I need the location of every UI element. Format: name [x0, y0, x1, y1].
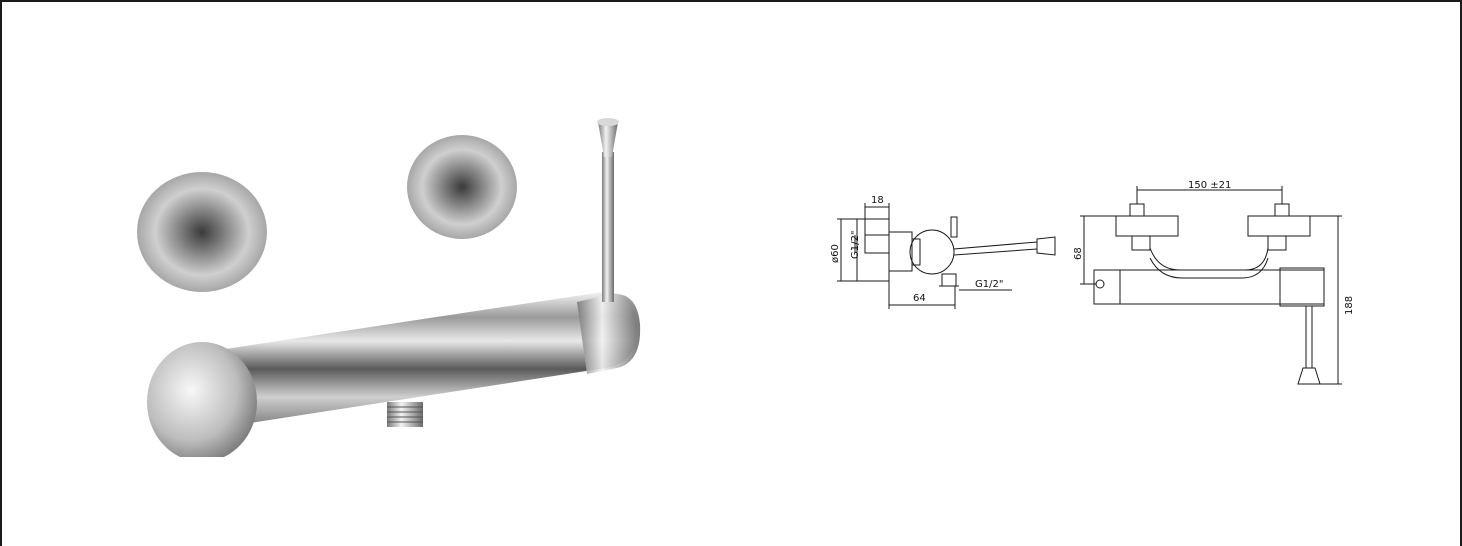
right-wall-rosette — [407, 135, 517, 239]
side-view-drawing: 18 ø60 G1/2" 64 G1/2" — [830, 195, 1056, 309]
dim-width: 18 — [871, 195, 884, 206]
temperature-knob — [147, 342, 257, 457]
outlet-connector — [387, 402, 423, 427]
mixer-body — [172, 291, 638, 432]
left-wall-rosette — [137, 172, 267, 292]
dim-centers: 150 ±21 — [1188, 180, 1231, 191]
dim-height: 68 — [1073, 247, 1084, 260]
front-view-drawing: 150 ±21 68 188 — [1073, 180, 1355, 385]
lever-handle-icon — [598, 122, 618, 157]
lever-rod — [602, 152, 614, 302]
dim-thread-bottom: G1/2" — [975, 279, 1003, 290]
dim-thread-top: G1/2" — [850, 231, 861, 259]
dim-diameter: ø60 — [830, 244, 841, 263]
dim-depth: 64 — [913, 293, 926, 304]
dim-overall: 188 — [1344, 296, 1355, 315]
mixer-product-photo — [137, 118, 641, 457]
